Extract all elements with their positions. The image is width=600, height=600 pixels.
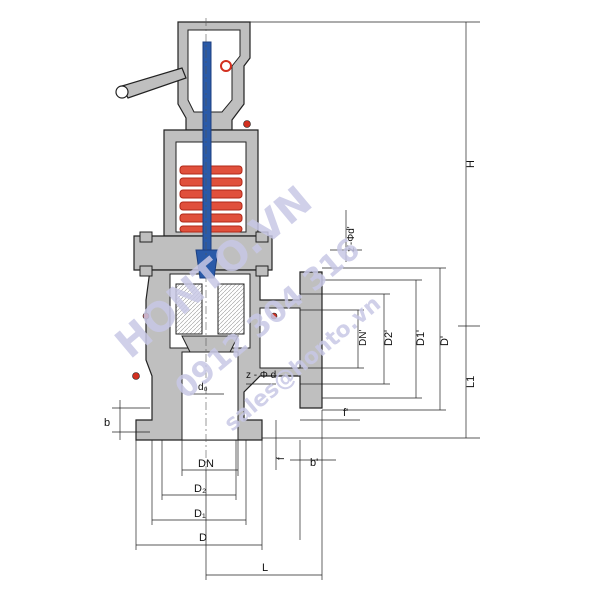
label-DN: DN <box>198 458 214 470</box>
disc-assembly <box>175 283 245 353</box>
label-b-prime: b' <box>310 457 318 469</box>
label-D: D <box>199 532 207 544</box>
label-d0: d₀ <box>198 382 208 393</box>
stem <box>195 41 219 279</box>
label-D-prime: D' <box>439 336 451 346</box>
label-H: H <box>465 160 477 168</box>
lever-handle <box>115 67 187 99</box>
bolts <box>139 231 269 277</box>
label-L1: L1 <box>465 376 477 388</box>
label-D2-prime: D2' <box>383 330 395 346</box>
label-D1: D₁ <box>194 508 206 520</box>
label-zphid-top: z'-Φd' <box>346 226 357 252</box>
label-f: f <box>276 457 287 460</box>
label-D2: D₂ <box>194 483 206 495</box>
label-zphid-bottom: z - Φ d <box>246 370 276 381</box>
label-L: L <box>262 562 268 574</box>
dimension-lines <box>112 21 480 580</box>
red-accents <box>132 60 278 380</box>
label-DN-prime: DN' <box>358 330 369 346</box>
label-D1-prime: D1' <box>415 330 427 346</box>
label-f-prime: f' <box>343 407 348 419</box>
label-b: b <box>104 417 110 429</box>
